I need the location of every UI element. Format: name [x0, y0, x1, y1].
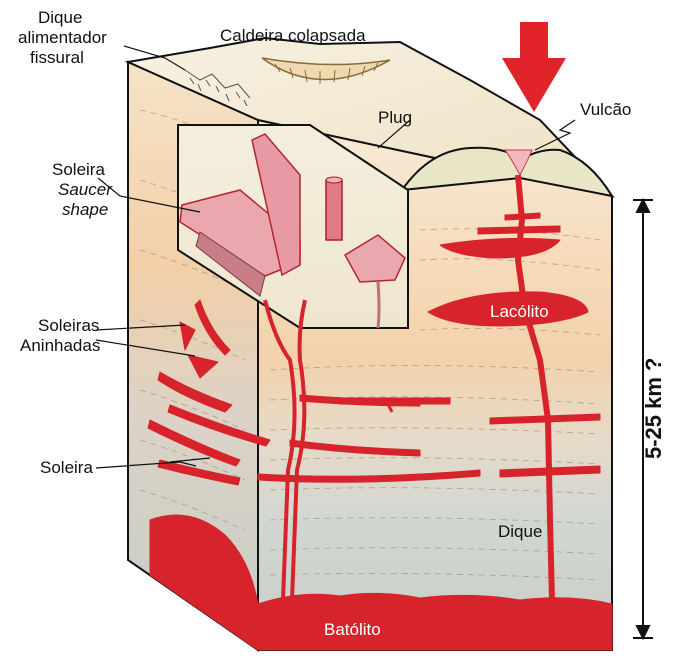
- label-vulcao: Vulcão: [580, 100, 631, 119]
- label-soleira-saucer-line2: Saucer: [58, 180, 112, 199]
- batolith: [258, 593, 612, 650]
- label-dique: Dique: [498, 522, 542, 541]
- label-soleira-saucer-line3: shape: [62, 200, 108, 219]
- label-soleira: Soleira: [40, 458, 93, 477]
- label-soleira-saucer-line1: Soleira: [52, 160, 105, 179]
- label-soleiras-aninhadas-line1: Soleiras: [38, 316, 99, 335]
- label-batolito: Batólito: [324, 620, 381, 639]
- label-plug: Plug: [378, 108, 412, 127]
- arrow-icon: [502, 22, 566, 112]
- label-lacolito: Lacólito: [490, 302, 549, 321]
- label-depth-scale: 5-25 km ?: [641, 359, 667, 459]
- label-caldeira: Caldeira colapsada: [220, 26, 366, 45]
- plug: [326, 180, 342, 240]
- label-dique-alimentador-line2: alimentador: [18, 28, 107, 47]
- label-dique-alimentador-line3: fissural: [30, 48, 84, 67]
- label-dique-alimentador-line1: Dique: [38, 8, 82, 27]
- label-soleiras-aninhadas-line2: Aninhadas: [20, 336, 100, 355]
